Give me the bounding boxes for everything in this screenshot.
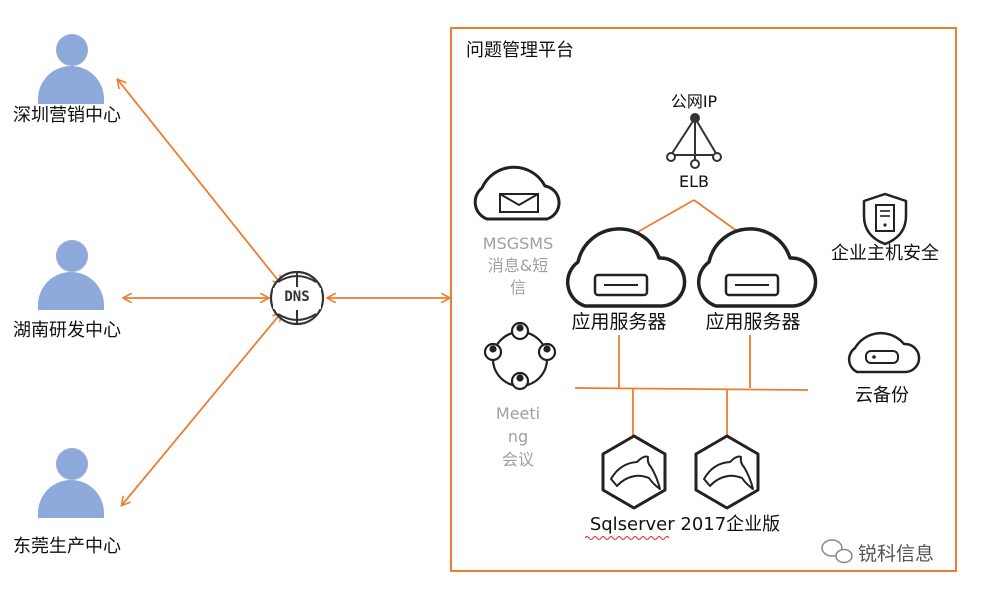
- public-ip-label: 公网IP: [670, 92, 718, 111]
- platform-boundary: [450, 27, 957, 572]
- sqlserver-icon-2: [694, 434, 760, 510]
- app-server-label-2: 应用服务器: [705, 311, 801, 333]
- user-icon-dongguan: [36, 448, 106, 520]
- cloud-backup-icon: [847, 331, 921, 374]
- dns-label: DNS: [284, 289, 310, 305]
- sms-label-line2: 消息&短: [487, 256, 549, 275]
- meeting-label-line1: Meeti: [495, 404, 541, 423]
- arrow-dongguan-dns: [122, 313, 281, 505]
- database-label: Sqlserver 2017企业版: [589, 514, 781, 535]
- elb-icon: [666, 113, 722, 169]
- watermark-text: 锐科信息: [858, 543, 935, 565]
- host-security-icon: [862, 192, 908, 246]
- node-label-shenzhen: 深圳营销中心: [13, 105, 121, 126]
- cloud-backup-label: 云备份: [855, 385, 909, 406]
- sqlserver-icon-1: [601, 434, 667, 510]
- wechat-icon: [821, 539, 853, 564]
- sms-label-line3: 信: [509, 278, 527, 297]
- meeting-label-line3: 会议: [501, 450, 535, 469]
- dns-icon: [269, 270, 325, 326]
- host-security-label: 企业主机安全: [831, 243, 939, 264]
- bus-line: [574, 387, 809, 391]
- meeting-label-line2: ng: [507, 427, 529, 446]
- meeting-icon: [483, 321, 557, 391]
- app-server-label-1: 应用服务器: [571, 311, 667, 333]
- arrow-shenzhen-dns: [118, 80, 281, 284]
- app-server-icon-1: [565, 227, 687, 308]
- node-label-dongguan: 东莞生产中心: [13, 536, 121, 557]
- app-server-icon-2: [696, 227, 818, 308]
- node-label-hunan: 湖南研发中心: [13, 320, 121, 341]
- platform-title: 问题管理平台: [466, 40, 574, 61]
- user-icon-hunan: [36, 240, 106, 312]
- spellcheck-underline: [584, 536, 670, 540]
- user-icon-shenzhen: [36, 34, 106, 106]
- sms-cloud-icon: [473, 165, 561, 221]
- sms-label-line1: MSGSMS: [482, 234, 554, 253]
- elb-label: ELB: [679, 172, 709, 191]
